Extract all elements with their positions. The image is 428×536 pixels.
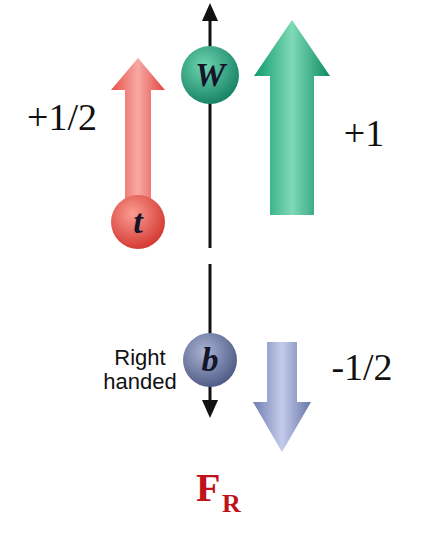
helicity-label: Right handed — [90, 346, 190, 394]
spin-value: +1 — [344, 113, 384, 155]
particle-ball: t — [110, 194, 166, 250]
fraction-subscript: R — [222, 490, 241, 519]
ball-shape — [111, 195, 165, 249]
ball-shape — [181, 46, 239, 104]
particle-symbol: b — [182, 332, 238, 388]
fraction-symbol: F — [196, 466, 220, 510]
spin-arrow — [111, 58, 165, 200]
spin-arrow — [253, 342, 311, 452]
particle-ball: W — [180, 45, 240, 105]
spin-value: -1/2 — [331, 347, 392, 389]
spin-arrow — [254, 20, 330, 215]
spin-value: +1/2 — [27, 97, 97, 139]
arrow-head — [202, 400, 218, 418]
particle-symbol: t — [110, 194, 166, 250]
ball-shape — [183, 333, 237, 387]
arrow-head — [202, 3, 218, 21]
particle-symbol: W — [180, 45, 240, 105]
particle-ball: b — [182, 332, 238, 388]
